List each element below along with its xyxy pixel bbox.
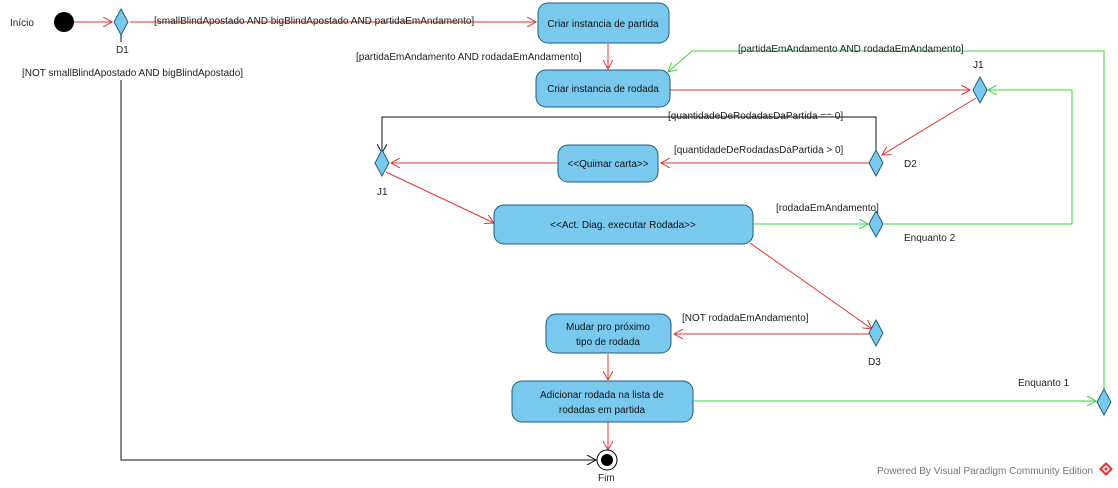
action-adicionar-line2: rodadas em partida: [559, 405, 646, 416]
flows: [74, 22, 1105, 460]
action-adicionar-rodada[interactable]: [511, 380, 694, 423]
flow-d1-to-fim[interactable]: [120, 80, 596, 460]
guard-d3-not: [NOT rodadaEmAndamento]: [682, 313, 809, 324]
decision-enquanto2-label: Enquanto 2: [904, 233, 956, 244]
guard-d2-positive: [quantidadeDeRodadasDaPartida > 0]: [674, 145, 844, 156]
flow-enquanto2-to-j1-top[interactable]: [884, 90, 1073, 225]
initial-node-label: Início: [10, 18, 34, 29]
watermark-text: Powered By Visual Paradigm Community Edi…: [877, 466, 1093, 477]
visual-paradigm-logo-icon: [1099, 462, 1113, 476]
action-quimar-carta-text: <<Quimar carta>>: [567, 159, 648, 170]
junction-j1-top-label: J1: [973, 60, 984, 71]
guard-enquanto2: [rodadaEmAndamento]: [776, 203, 879, 214]
junction-j1-left-label: J1: [377, 187, 388, 198]
final-node-inner: [601, 454, 613, 466]
decision-enquanto1-label: Enquanto 1: [1018, 378, 1070, 389]
final-node-label: Fim: [598, 473, 615, 484]
action-quimar-carta[interactable]: [557, 144, 659, 183]
decision-d1[interactable]: [113, 7, 129, 37]
action-criar-rodada[interactable]: [535, 69, 671, 108]
action-executar-rodada[interactable]: [493, 204, 754, 245]
action-mudar-tipo-line2: tipo de rodada: [576, 337, 640, 348]
decision-d3[interactable]: [868, 318, 884, 348]
junction-j1-top[interactable]: [972, 75, 988, 105]
guard-partida-rodada: [partidaEmAndamento AND rodadaEmAndament…: [356, 52, 582, 63]
action-mudar-tipo[interactable]: [545, 313, 672, 354]
guard-d2-zero: [quantidadeDeRodadasDaPartida == 0]: [668, 111, 843, 122]
decision-d2[interactable]: [868, 148, 884, 178]
guard-enquanto1-rodada: [partidaEmAndamento AND rodadaEmAndament…: [738, 44, 964, 55]
initial-node[interactable]: [54, 12, 74, 32]
flow-j1-left-to-executar[interactable]: [385, 171, 494, 223]
decision-d2-label: D2: [904, 159, 917, 170]
action-criar-partida[interactable]: [537, 2, 670, 44]
flow-j1-top-to-d2[interactable]: [882, 97, 977, 155]
flow-d2-to-j1-left[interactable]: [382, 116, 877, 154]
action-criar-rodada-text: Criar instancia de rodada: [547, 84, 659, 95]
guard-start-partida: [smallBlindApostado AND bigBlindApostado…: [154, 16, 474, 27]
decision-enquanto2[interactable]: [868, 209, 884, 239]
action-mudar-tipo-line1: Mudar pro próximo: [566, 322, 650, 333]
guard-d1-fim: [NOT smallBlindApostado AND bigBlindApos…: [22, 68, 243, 79]
flow-enquanto1-to-rodada[interactable]: [668, 50, 1105, 392]
action-executar-rodada-text: <<Act. Diag. executar Rodada>>: [550, 220, 696, 231]
junction-j1-left[interactable]: [374, 148, 390, 178]
decision-d1-label: D1: [116, 45, 129, 56]
decision-enquanto1[interactable]: [1096, 387, 1112, 417]
action-criar-partida-text: Criar instancia de partida: [547, 19, 659, 30]
action-adicionar-line1: Adicionar rodada na lista de: [540, 390, 664, 401]
flow-executar-to-d3[interactable]: [749, 242, 872, 329]
decision-d3-label: D3: [868, 357, 881, 368]
